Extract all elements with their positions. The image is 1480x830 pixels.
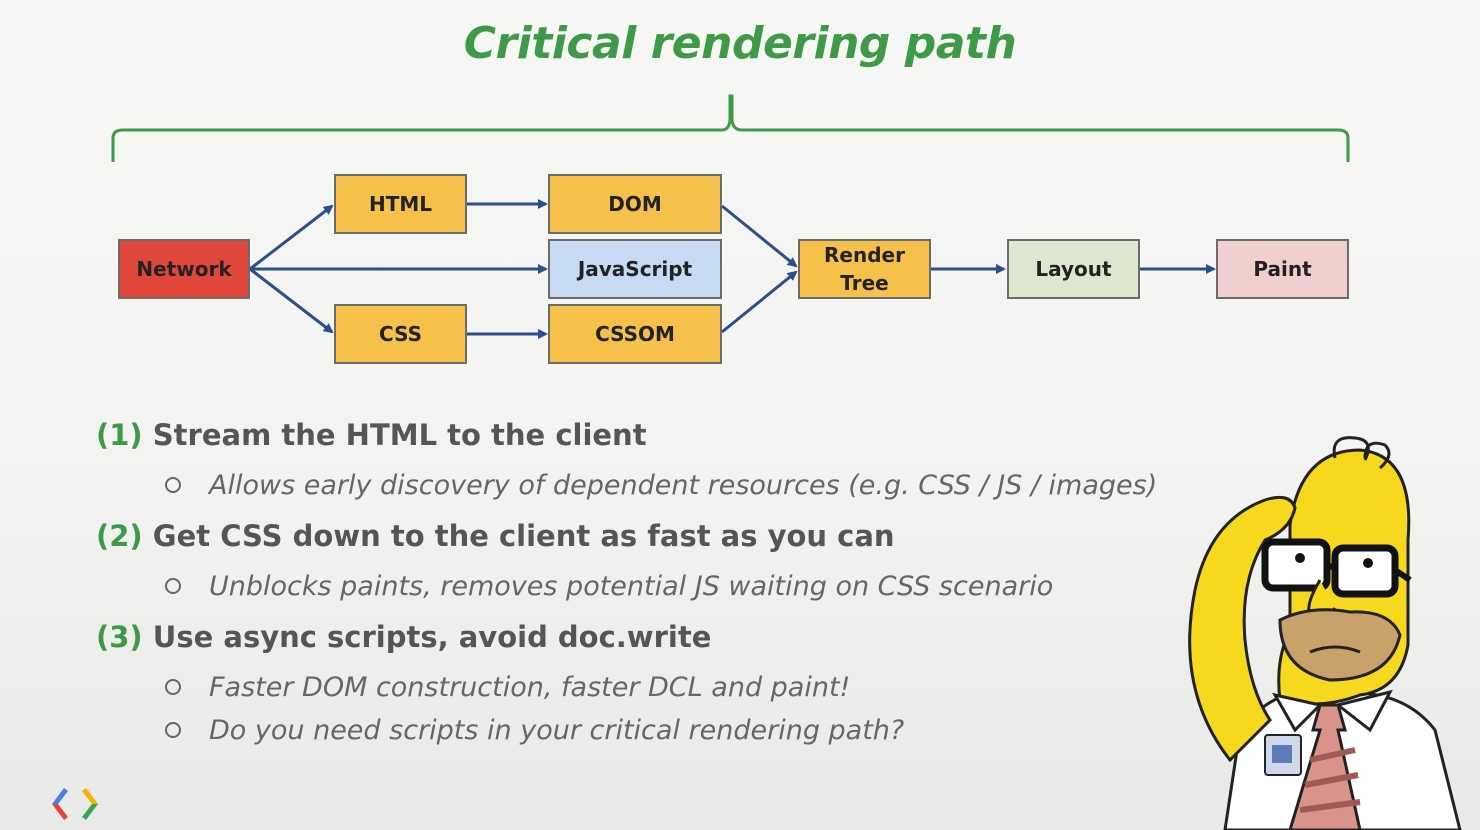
point-1-text: Stream the HTML to the client (152, 418, 647, 452)
arrow-network-html (249, 204, 334, 271)
hollow-bullet-icon (165, 476, 181, 493)
point-3-sub-1-text: Faster DOM construction, faster DCL and … (209, 672, 851, 703)
page-title: Critical rendering path (463, 18, 1017, 69)
node-layout: Layout (1007, 239, 1140, 299)
hollow-bullet-icon (165, 721, 181, 738)
point-1-sub-1: Allows early discovery of dependent reso… (165, 470, 1157, 501)
thinking-cartoon-character-icon (1188, 436, 1462, 830)
point-1: (1) Stream the HTML to the client (96, 418, 647, 452)
point-2: (2) Get CSS down to the client as fast a… (96, 519, 895, 553)
hollow-bullet-icon (165, 577, 181, 594)
point-3-number: (3) (96, 620, 143, 654)
arrow-dom-render (721, 204, 798, 268)
node-render-tree: Render Tree (798, 239, 931, 299)
node-html: HTML (334, 174, 467, 234)
render-tree-line1: Render (824, 243, 905, 267)
point-3-sub-2: Do you need scripts in your critical ren… (165, 715, 904, 746)
point-3-sub-1: Faster DOM construction, faster DCL and … (165, 672, 850, 703)
render-tree-line2: Tree (840, 271, 889, 295)
node-paint: Paint (1216, 239, 1349, 299)
curly-brace (111, 94, 1350, 162)
point-3: (3) Use async scripts, avoid doc.write (96, 620, 711, 654)
point-1-sub-1-text: Allows early discovery of dependent reso… (209, 470, 1158, 501)
node-cssom: CSSOM (548, 304, 722, 364)
node-javascript: JavaScript (548, 239, 722, 299)
point-3-sub-2-text: Do you need scripts in your critical ren… (209, 715, 905, 746)
node-dom: DOM (548, 174, 722, 234)
point-1-number: (1) (96, 418, 143, 452)
hollow-bullet-icon (165, 678, 181, 695)
point-3-text: Use async scripts, avoid doc.write (152, 620, 712, 654)
point-2-sub-1-text: Unblocks paints, removes potential JS wa… (209, 571, 1054, 602)
point-2-sub-1: Unblocks paints, removes potential JS wa… (165, 571, 1053, 602)
arrow-cssom-render (721, 270, 798, 334)
point-2-text: Get CSS down to the client as fast as yo… (152, 519, 895, 553)
node-network: Network (118, 239, 250, 299)
point-2-number: (2) (96, 519, 143, 553)
node-css: CSS (334, 304, 467, 364)
arrow-network-css (249, 267, 334, 334)
google-developers-logo-icon (52, 788, 98, 820)
